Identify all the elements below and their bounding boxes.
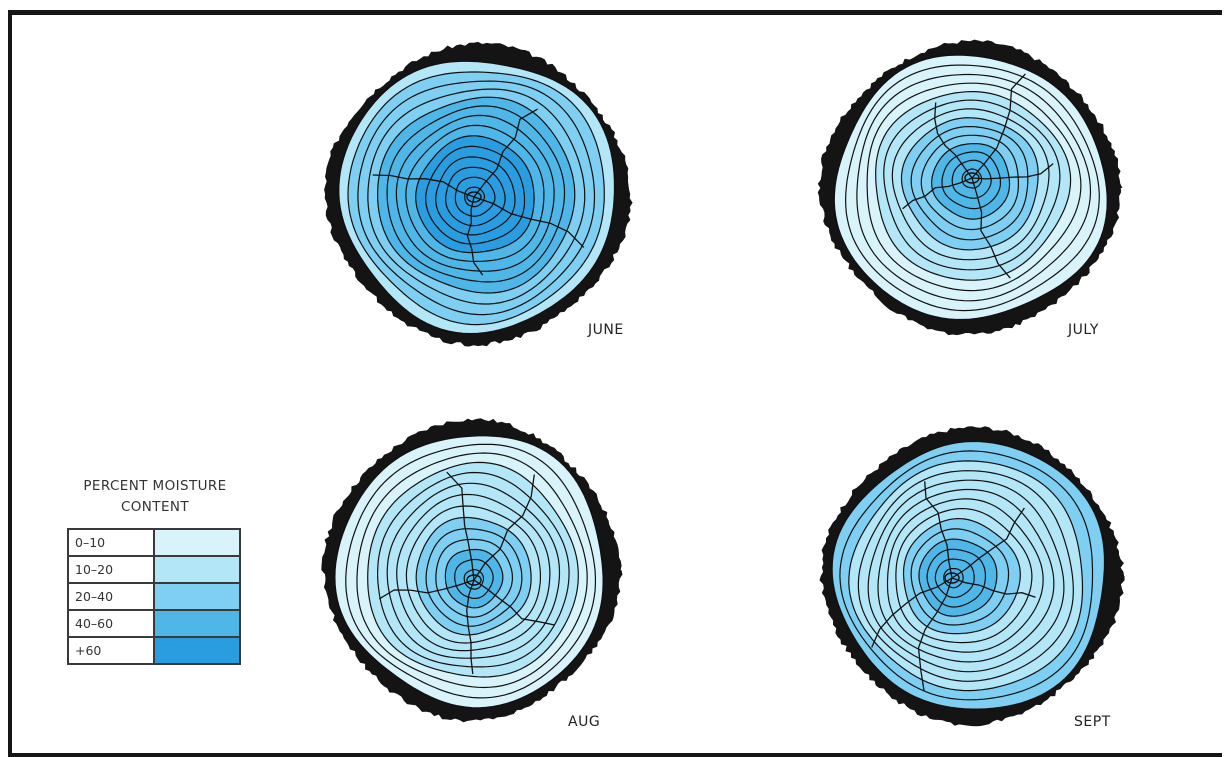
radial-crack-sept <box>924 481 953 579</box>
legend-swatch <box>153 609 241 638</box>
radial-crack-sept <box>871 577 953 648</box>
radial-crack-aug <box>446 471 475 581</box>
legend-swatch <box>153 528 241 557</box>
legend-range: 20–40 <box>67 582 155 611</box>
radial-crack-aug <box>473 474 535 581</box>
radial-crack-july <box>971 73 1026 179</box>
legend-title-line2: CONTENT <box>120 499 190 515</box>
radial-crack-july <box>902 177 973 210</box>
label-sept: SEPT <box>1074 714 1111 730</box>
radial-crack-july <box>971 177 1011 279</box>
label-aug: AUG <box>568 714 601 730</box>
legend-row: 40–60 <box>67 609 241 638</box>
legend-swatch <box>153 555 241 584</box>
log-section-july <box>817 39 1123 336</box>
legend-row: 0–10 <box>67 528 241 557</box>
pith-sept <box>944 572 960 584</box>
moisture-legend: PERCENT MOISTURE CONTENT 0–10 10–20 20–4… <box>60 476 250 665</box>
radial-crack-aug <box>473 579 555 626</box>
legend-range: 40–60 <box>67 609 155 638</box>
legend-row: 10–20 <box>67 555 241 584</box>
legend-swatch <box>153 636 241 665</box>
label-july: JULY <box>1068 322 1099 338</box>
legend-range: +60 <box>67 636 155 665</box>
legend-range: 10–20 <box>67 555 155 584</box>
radial-crack-sept <box>951 507 1025 579</box>
legend-table: 0–10 10–20 20–40 40–60 +60 <box>67 528 241 665</box>
legend-range: 0–10 <box>67 528 155 557</box>
legend-title: PERCENT MOISTURE CONTENT <box>60 476 250 518</box>
pith-june <box>466 191 482 203</box>
radial-crack-sept <box>917 577 953 691</box>
radial-crack-june <box>473 108 538 198</box>
radial-crack-july <box>971 163 1054 180</box>
log-section-sept <box>819 426 1125 727</box>
figure-frame <box>8 10 1222 757</box>
label-june: JUNE <box>588 322 624 338</box>
log-section-aug <box>321 418 623 723</box>
radial-crack-aug <box>466 579 475 675</box>
radial-crack-june <box>466 196 484 276</box>
legend-row: +60 <box>67 636 241 665</box>
legend-title-line1: PERCENT MOISTURE <box>83 478 227 494</box>
radial-crack-june <box>372 174 475 198</box>
radial-crack-sept <box>951 577 1036 598</box>
radial-crack-june <box>473 196 585 248</box>
radial-crack-july <box>934 102 973 179</box>
log-section-june <box>324 41 633 347</box>
legend-row: 20–40 <box>67 582 241 611</box>
legend-swatch <box>153 582 241 611</box>
radial-crack-aug <box>378 579 475 600</box>
